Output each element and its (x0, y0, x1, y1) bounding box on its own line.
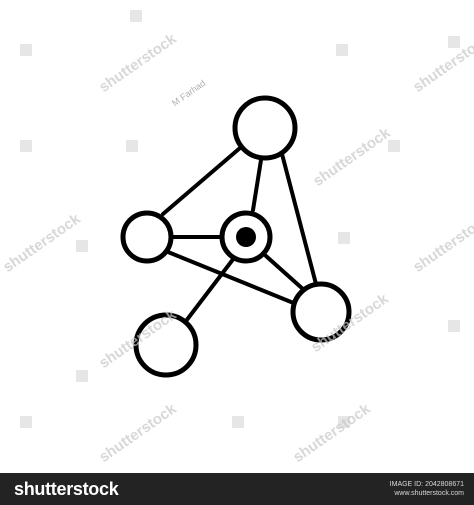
image-canvas: shutterstock shutterstock shutterstock s… (0, 10, 474, 466)
image-id: IMAGE ID: 2042808671 (389, 481, 464, 488)
top-node (232, 95, 298, 161)
bottom-right-node (290, 281, 352, 343)
edge-top-center (251, 158, 263, 212)
bottom-left-node (133, 312, 199, 378)
edge-center-bottomleft (184, 256, 236, 323)
edge-left-top (161, 146, 242, 216)
left-node (120, 210, 174, 264)
edge-left-bottomright (166, 250, 298, 306)
brand-logo: shutterstock (14, 479, 119, 499)
molecule-network-icon (120, 95, 352, 378)
center-node-core (236, 227, 256, 247)
site-url: www.shutterstock.com (394, 490, 464, 497)
edge-top-bottomright (280, 152, 318, 286)
edge-center-bottomright (264, 254, 306, 292)
image-meta: IMAGE ID: 2042808671 www.shutterstock.co… (390, 480, 464, 498)
footer-bar: shutterstock IMAGE ID: 2042808671 www.sh… (0, 473, 474, 505)
